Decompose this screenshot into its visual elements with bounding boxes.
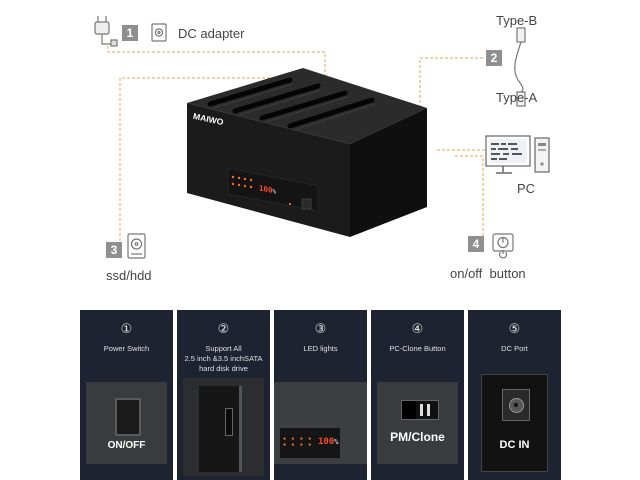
pc-icon [485,135,550,174]
feature-panel-clone-button: ④ PC-Clone Button PM/Clone [371,310,464,480]
dc-adapter-label: DC adapter [178,26,245,41]
type-b-label: Type-B [496,13,538,28]
feature-panel-dc-port: ⑤ DC Port DC IN [468,310,561,480]
led-panel-photo: ● ● ● ●● ● ● ● 100% [274,382,367,464]
step-3-badge: 3 [106,242,122,258]
type-a-label: Type-A [496,90,538,105]
on-off-text: ON/OFF [107,440,146,451]
dc-jack-housing [502,389,530,421]
drive-slot-shape [199,386,242,472]
step-1-badge: 1 [122,25,138,41]
dock-display-unit: % [272,187,277,196]
docking-station [187,68,427,237]
hdd-icon [127,233,146,259]
clone-button-photo: PM/Clone [377,382,458,464]
feature-number: ④ [411,322,424,337]
feature-panel-power-switch: ① Power Switch ON/OFF [80,310,173,480]
ssd-hdd-label: ssd/hdd [106,268,152,283]
on-off-button-label: on/off button [450,266,526,281]
led-display-value: 100 [318,437,335,447]
led-display-bezel [280,428,340,458]
power-button-icon [492,233,514,259]
rocker-switch-shape [115,398,141,436]
led-display-unit: % [334,438,339,446]
dc-socket-icon [151,23,167,42]
feature-number: ① [120,322,133,337]
diagram-graphics [94,16,550,259]
sata-connector-shape [225,408,233,436]
feature-number: ② [217,322,230,337]
connection-diagram: 1 DC adapter 2 Type-B Type-A PC 3 ssd/hd… [94,13,550,283]
feature-caption: LED lights [303,344,338,353]
feature-number: ⑤ [508,322,521,337]
dc-port-photo: DC IN [481,374,548,472]
clone-switch-shape [401,400,439,420]
pm-clone-text: PM/Clone [390,430,445,444]
led-display-readout: 100% [318,437,338,447]
dc-adapter-plug-icon [94,16,118,47]
feature-panel-hdd-support: ② Support All 2.5 inch &3.5 inchSATA har… [177,310,270,480]
feature-caption: Support All 2.5 inch &3.5 inchSATA hard … [184,344,263,373]
led-dots-icon: ● ● ● ●● ● ● ● [283,436,314,448]
power-switch-photo: ON/OFF [86,382,167,464]
dc-in-text: DC IN [499,439,530,451]
pc-label: PC [517,181,536,196]
feature-caption: Power Switch [103,344,150,353]
hdd-slot-photo [183,378,264,476]
feature-panel-led-lights: ③ LED lights ● ● ● ●● ● ● ● 100% [274,310,367,480]
usb-cable-icon [514,27,526,107]
step-2-badge: 2 [486,50,502,66]
feature-caption: PC-Clone Button [389,344,446,353]
feature-caption: DC Port [501,344,528,353]
led-dots [231,175,292,206]
step-4-badge: 4 [468,236,484,252]
feature-number: ③ [314,322,327,337]
